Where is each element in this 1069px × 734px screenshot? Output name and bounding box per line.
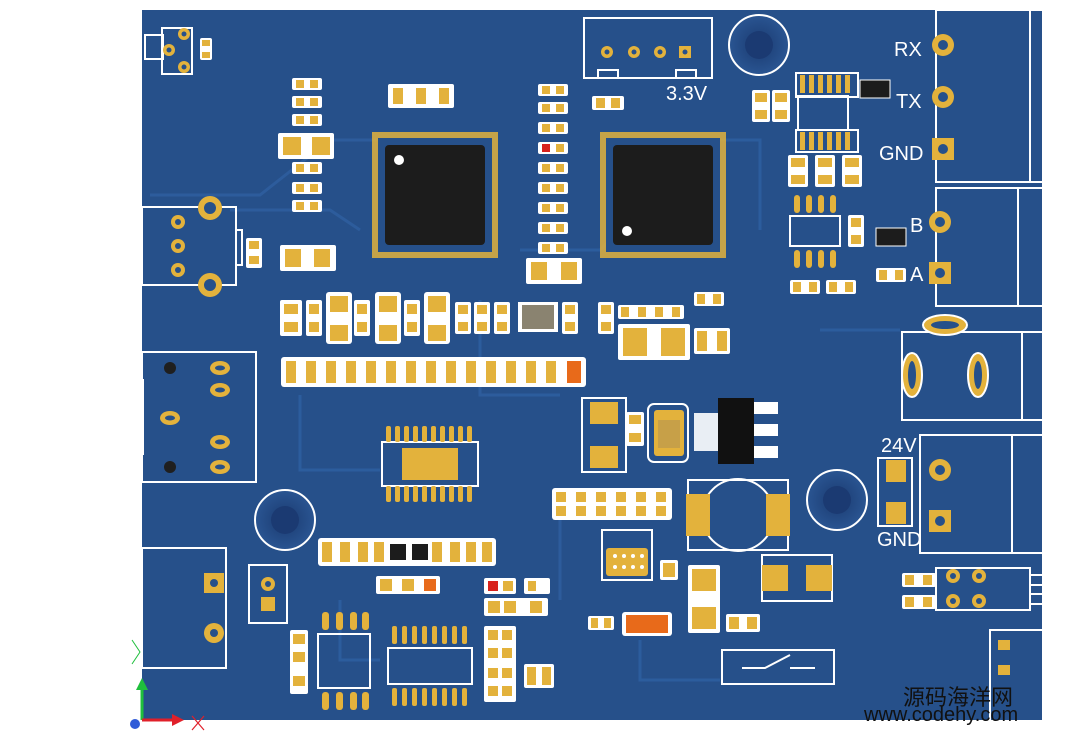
middle-components-row <box>280 292 730 360</box>
mcu-chip-left <box>372 132 498 258</box>
terminal-b-a <box>929 187 1061 307</box>
resistor-column-middle <box>526 84 624 284</box>
barrel-jack <box>901 314 1058 421</box>
label-gnd-bottom: GND <box>877 529 922 551</box>
left-switch-connector <box>7 196 243 297</box>
jumper-top-left <box>144 27 212 75</box>
axis-indicator <box>130 639 205 731</box>
sop-chip-center <box>381 426 479 502</box>
label-a: A <box>910 264 924 286</box>
label-3v3: 3.3V <box>666 83 708 105</box>
led-connector <box>935 567 1055 726</box>
watermark-url: www.codehy.com <box>864 704 1019 726</box>
smd-pair-right <box>902 573 936 609</box>
bottom-left-connector <box>100 547 288 669</box>
left-audio-jack <box>104 351 257 483</box>
label-tx: TX <box>896 91 922 113</box>
mounting-holes <box>254 14 868 551</box>
label-gnd-top: GND <box>879 143 924 165</box>
label-b: B <box>910 215 924 237</box>
watermark-title: 源码海洋网 <box>903 685 1014 710</box>
mcu-chip-right <box>600 132 726 258</box>
terminal-rx-tx-gnd <box>932 9 1062 183</box>
resistor-column-left <box>246 78 454 271</box>
power-regulator <box>581 397 778 473</box>
rs485-area <box>752 72 907 294</box>
bottom-left-parts <box>290 538 554 710</box>
resistor-row <box>281 357 586 387</box>
bottom-center-parts <box>552 478 835 685</box>
terminal-24v <box>877 434 1057 554</box>
header-3v3 <box>583 17 713 79</box>
label-24v: 24V <box>881 435 917 457</box>
label-rx: RX <box>894 39 922 61</box>
